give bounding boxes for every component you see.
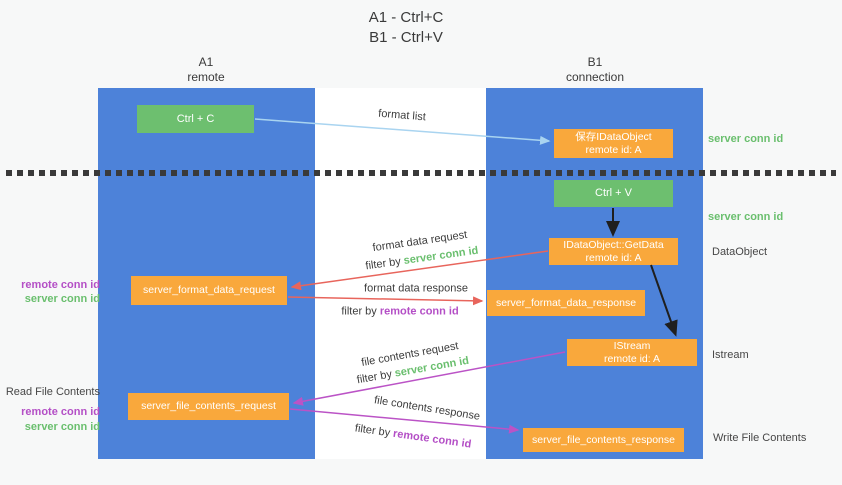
edge-label-filter-remote-conn-id-format: filter by remote conn id: [341, 306, 458, 319]
right-label-server-conn-id-mid: server conn id: [708, 211, 784, 223]
filter-by-text: filter by: [341, 305, 380, 318]
left-label-server-conn-id-format: server conn id: [24, 293, 100, 305]
node-istream: IStream remote id: A: [567, 339, 697, 366]
lane-b1-subtitle: connection: [565, 70, 625, 84]
title-line-2: B1 - Ctrl+V: [369, 29, 443, 46]
node-save-idataobject: 保存IDataObject remote id: A: [554, 129, 673, 158]
dotted-divider: [6, 170, 836, 176]
left-label-remote-conn-id-format: remote conn id: [21, 279, 100, 291]
node-server-format-data-response: server_format_data_response: [487, 290, 645, 316]
node-istream-line1: IStream: [613, 339, 651, 352]
right-label-server-conn-id-top: server conn id: [708, 133, 784, 145]
node-istream-line2: remote id: A: [603, 352, 661, 365]
left-label-server-conn-id-file: server conn id: [24, 421, 100, 433]
node-getdata-line2: remote id: A: [585, 251, 642, 264]
node-format-request-label: server_format_data_request: [143, 284, 275, 296]
remote-conn-id-text: remote conn id: [379, 305, 459, 318]
lane-a1-subtitle: remote: [187, 70, 225, 84]
lane-header-a1: A1 remote: [187, 55, 224, 85]
node-ctrl-v: Ctrl + V: [554, 180, 673, 207]
node-save-idataobject-line2: remote id: A: [585, 143, 642, 156]
node-format-response-label: server_format_data_response: [495, 296, 637, 309]
title-line-1: A1 - Ctrl+C: [368, 9, 444, 26]
node-save-idataobject-line1: 保存IDataObject: [575, 130, 652, 143]
diagram-title: A1 - Ctrl+C B1 - Ctrl+V: [369, 8, 444, 48]
node-file-request-label: server_file_contents_request: [141, 400, 276, 412]
node-getdata-line1: IDataObject::GetData: [563, 238, 664, 251]
lane-b1-name: B1: [587, 55, 603, 69]
edge-label-format-data-response: format data response: [364, 282, 468, 295]
node-server-file-contents-response: server_file_contents_response: [523, 428, 684, 452]
node-file-response-label: server_file_contents_response: [531, 433, 675, 446]
right-label-write-file-contents: Write File Contents: [713, 432, 807, 444]
lane-header-b1: B1 connection: [566, 55, 624, 85]
node-server-file-contents-request: server_file_contents_request: [128, 393, 289, 420]
right-label-dataobject: DataObject: [712, 246, 768, 258]
right-label-istream: Istream: [712, 349, 749, 361]
left-label-remote-conn-id-file: remote conn id: [21, 406, 100, 418]
lane-a1-name: A1: [198, 55, 214, 69]
node-ctrl-v-label: Ctrl + V: [595, 187, 632, 199]
node-server-format-data-request: server_format_data_request: [131, 276, 287, 305]
node-idataobject-getdata: IDataObject::GetData remote id: A: [549, 238, 678, 265]
left-label-read-file-contents: Read File Contents: [5, 386, 100, 398]
node-ctrl-c-label: Ctrl + C: [176, 112, 215, 125]
node-ctrl-c: Ctrl + C: [137, 105, 254, 133]
